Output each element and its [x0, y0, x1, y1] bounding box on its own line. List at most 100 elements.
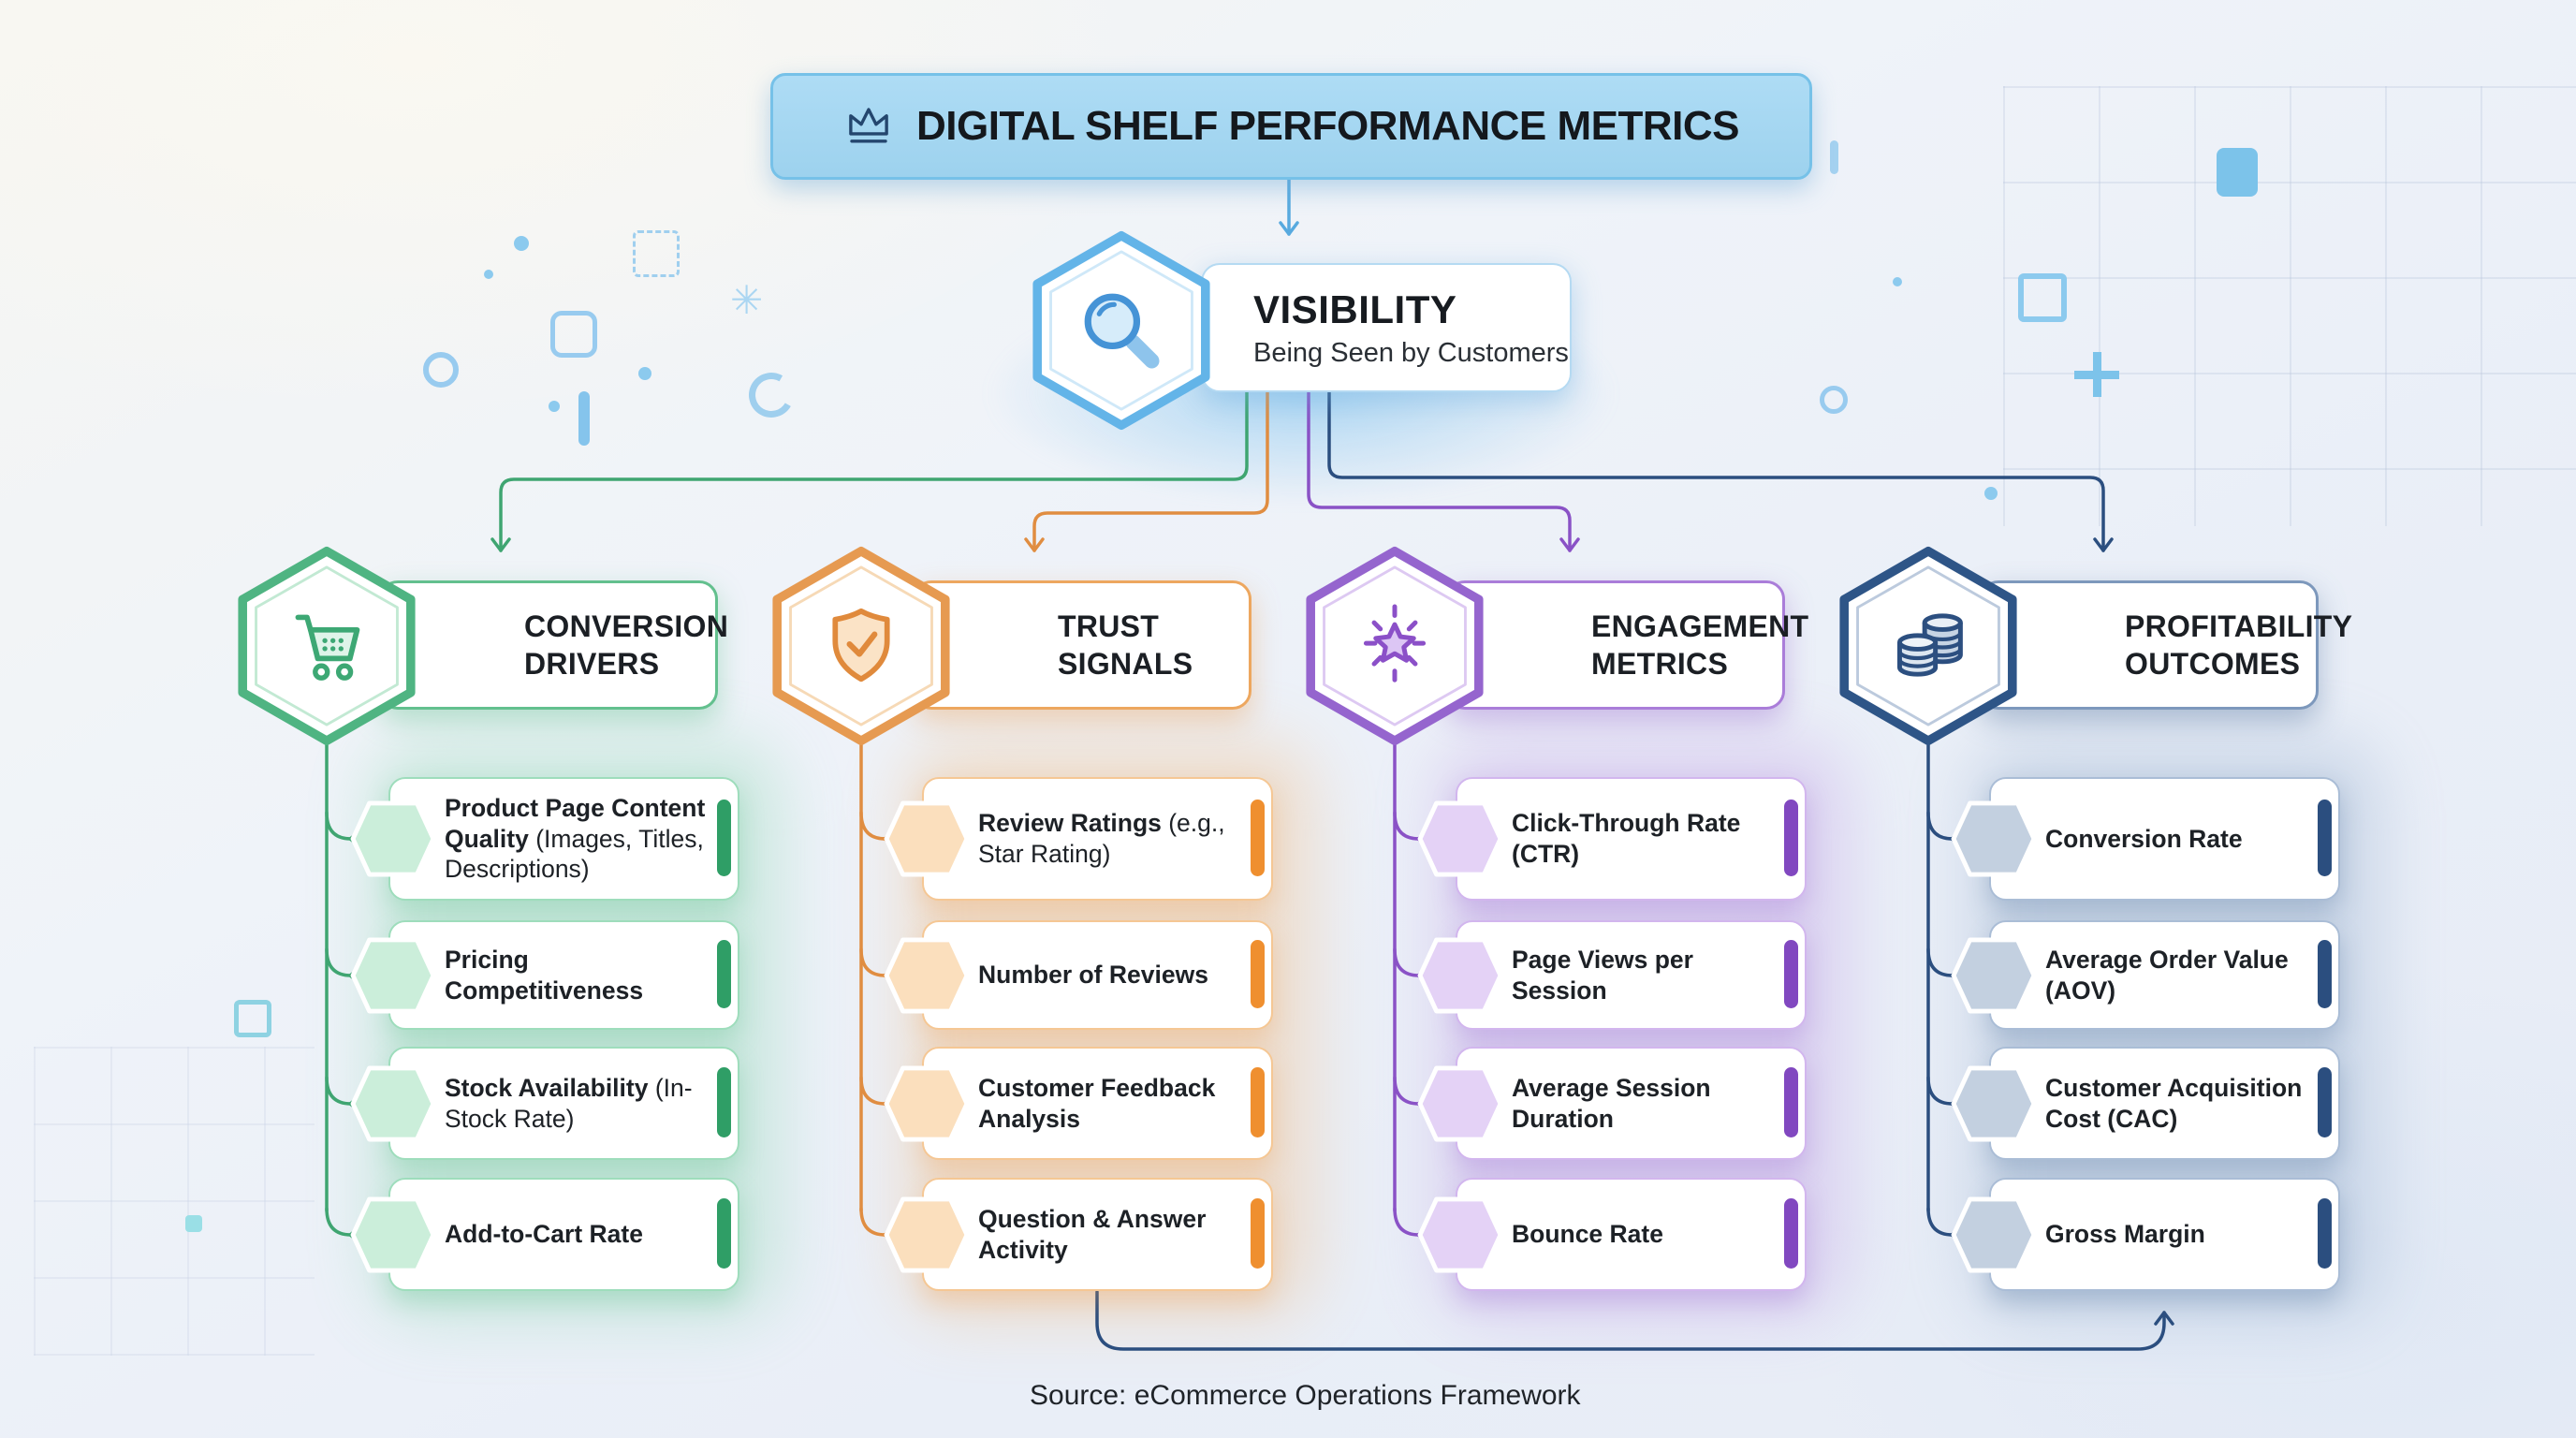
hexagon-bullet-icon [1951, 1196, 2037, 1273]
accent-bar [1251, 940, 1265, 1008]
hexagon-bullet-icon [884, 800, 970, 877]
hexagon-bullet-icon [350, 800, 436, 877]
accent-bar [2318, 1197, 2332, 1269]
engagement-metrics-header: ENGAGEMENT METRICS [1446, 580, 1809, 710]
item-label: Add-to-Cart Rate [445, 1220, 643, 1249]
item-label: Average Order Value (AOV) [2045, 945, 2289, 1005]
header-label: TRUST [1058, 609, 1160, 643]
visibility-sublabel: Being Seen by Customers [1253, 337, 1569, 368]
list-item: Average Order Value (AOV) [1951, 920, 2340, 1030]
decor-dotted-square [633, 230, 680, 277]
item-label: Customer Acquisition Cost (CAC) [2045, 1073, 2303, 1133]
list-item: Review Ratings (e.g., Star Rating) [884, 777, 1273, 901]
item-label: Question & Answer Activity [978, 1204, 1207, 1264]
accent-bar [717, 940, 731, 1008]
decor-dot [549, 401, 560, 412]
header-label: OUTCOMES [2125, 647, 2301, 681]
hexagon-bullet-icon [1417, 936, 1503, 1014]
list-item: Gross Margin [1951, 1178, 2340, 1291]
decor-dot [514, 236, 529, 251]
accent-bar [1251, 799, 1265, 876]
header-label: ENGAGEMENT [1591, 609, 1809, 643]
decor-rounded-square [550, 311, 597, 358]
item-label: Number of Reviews [978, 961, 1208, 990]
hexagon-bullet-icon [884, 1064, 970, 1142]
list-item: Add-to-Cart Rate [350, 1178, 739, 1291]
accent-bar [2318, 1066, 2332, 1137]
decor-bar [578, 391, 590, 446]
hexagon-bullet-icon [1951, 936, 2037, 1014]
conversion-hexagon [238, 546, 416, 746]
accent-bar [1784, 1197, 1798, 1269]
list-item: Question & Answer Activity [884, 1178, 1273, 1291]
profitability-outcomes-header: PROFITABILITY OUTCOMES [1980, 580, 2353, 710]
decor-sparkle: ✳ [730, 278, 764, 322]
decor-dot [484, 270, 493, 279]
list-item: Product Page Content Quality (Images, Ti… [350, 777, 739, 901]
accent-bar [1784, 940, 1798, 1008]
decor-plus [2074, 352, 2119, 397]
hexagon-bullet-icon [1417, 800, 1503, 877]
engagement-hexagon [1306, 546, 1484, 746]
title-banner: DIGITAL SHELF PERFORMANCE METRICS [770, 73, 1812, 180]
item-label: Conversion Rate [2045, 824, 2243, 853]
header-label: CONVERSION [524, 609, 729, 643]
hexagon-bullet-icon [1417, 1064, 1503, 1142]
profitability-hexagon [1839, 546, 2017, 746]
item-label: Product Page Content Quality (Images, Ti… [445, 793, 706, 884]
decor-teal-square [234, 1000, 271, 1037]
visibility-label: VISIBILITY [1253, 286, 1457, 331]
list-item: Stock Availability (In-Stock Rate) [350, 1047, 739, 1160]
header-label: PROFITABILITY [2125, 609, 2353, 643]
visibility-hexagon [1032, 230, 1210, 431]
accent-bar [1784, 799, 1798, 876]
decor-ring [1820, 386, 1848, 414]
accent-bar [717, 799, 731, 876]
shopping-cart-icon [295, 614, 360, 681]
list-item: Customer Feedback Analysis [884, 1047, 1273, 1160]
item-label: Average Session Duration [1512, 1073, 1711, 1133]
list-item: Customer Acquisition Cost (CAC) [1951, 1047, 2340, 1160]
item-label: Gross Margin [2045, 1220, 2205, 1249]
accent-bar [1251, 1066, 1265, 1137]
accent-bar [2318, 799, 2332, 876]
item-label: Pricing Competitiveness [445, 945, 644, 1005]
hexagon-bullet-icon [1951, 800, 2037, 877]
accent-bar [1251, 1197, 1265, 1269]
header-label: SIGNALS [1058, 647, 1193, 681]
item-label: Bounce Rate [1512, 1220, 1663, 1249]
decor-ring [423, 352, 459, 388]
hexagon-bullet-icon [350, 1064, 436, 1142]
item-label: Customer Feedback Analysis [978, 1073, 1216, 1133]
source-note: Source: eCommerce Operations Framework [1030, 1380, 1581, 1411]
trust-signals-header: TRUST SIGNALS [913, 580, 1251, 710]
hexagon-bullet-icon [350, 936, 436, 1014]
coins-icon [1896, 613, 1963, 677]
accent-bar [2318, 940, 2332, 1008]
item-label: Stock Availability (In-Stock Rate) [445, 1073, 693, 1133]
header-label: METRICS [1591, 647, 1729, 681]
background-grid-top-right [2003, 86, 2576, 526]
trust-hexagon [772, 546, 950, 746]
conversion-drivers-header: CONVERSION DRIVERS [379, 580, 729, 710]
crown-icon [849, 108, 888, 143]
decor-dot [1893, 277, 1902, 286]
hexagon-bullet-icon [884, 936, 970, 1014]
background-grid-bottom-left [34, 1047, 315, 1356]
hexagon-bullet-icon [1951, 1064, 2037, 1142]
page-title: DIGITAL SHELF PERFORMANCE METRICS [916, 103, 1740, 149]
accent-bar [717, 1066, 731, 1137]
list-item: Bounce Rate [1417, 1178, 1807, 1291]
hexagon-bullet-icon [1417, 1196, 1503, 1273]
hexagon-bullet-icon [350, 1196, 436, 1273]
magnifying-glass-icon [1084, 293, 1160, 369]
item-label: Click-Through Rate (CTR) [1512, 809, 1741, 868]
list-item: Click-Through Rate (CTR) [1417, 777, 1807, 901]
accent-bar [717, 1197, 731, 1269]
list-item: Page Views per Session [1417, 920, 1807, 1030]
decor-dot [638, 367, 651, 380]
decor-bar [1830, 140, 1838, 174]
header-label: DRIVERS [524, 647, 660, 681]
list-item: Average Session Duration [1417, 1047, 1807, 1160]
item-label: Review Ratings (e.g., Star Rating) [978, 809, 1225, 868]
